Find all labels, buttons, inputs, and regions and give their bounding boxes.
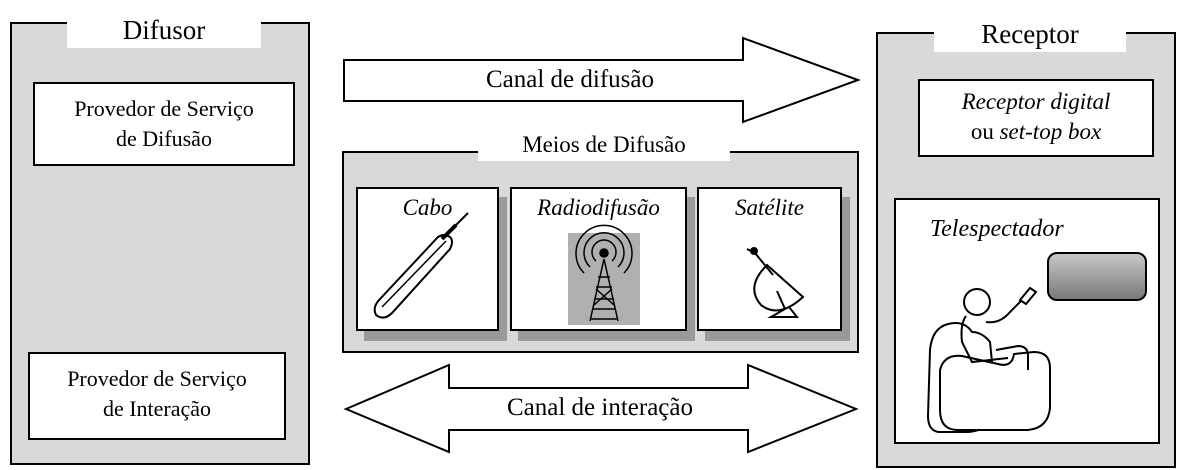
interaction-channel-label: Canal de interação [506,394,693,421]
digital-receiver-line1: Receptor digital [961,89,1111,114]
interaction-service-provider-line2: de Interação [102,396,212,421]
cable-icon [373,212,469,319]
satellite-card: Satélite [697,187,842,331]
broadcast-channel-label: Canal de difusão [485,66,654,93]
cable-label: Cabo [402,195,453,220]
broadcast-service-provider-box: Provedor de Serviço de Difusão [33,82,295,166]
tv-screen-icon [1047,252,1147,301]
broadcast-label: Radiodifusão [537,195,660,220]
cable-card: Cabo [356,187,499,331]
satellite-dish-icon [746,247,805,318]
receptor-title: Receptor [934,16,1126,52]
broadcast-service-provider-line2: de Difusão [116,126,212,151]
interaction-service-provider-box: Provedor de Serviço de Interação [28,352,286,440]
satellite-label: Satélite [735,195,804,220]
viewer-label: Telespectador [930,216,1064,242]
digital-receiver-or: ou [970,119,1000,144]
set-top-box-label: set-top box [999,119,1102,144]
broadcast-service-provider-line1: Provedor de Serviço [74,96,254,121]
difusor-title: Difusor [67,12,261,48]
interaction-service-provider-line1: Provedor de Serviço [67,366,247,391]
digital-receiver-line2: ou set-top box [920,117,1152,147]
digital-receiver-box: Receptor digital ou set-top box [918,79,1154,157]
broadcast-card: Radiodifusão [510,187,687,331]
media-panel-title: Meios de Difusão [478,129,730,161]
broadcast-tower-icon [568,224,640,325]
